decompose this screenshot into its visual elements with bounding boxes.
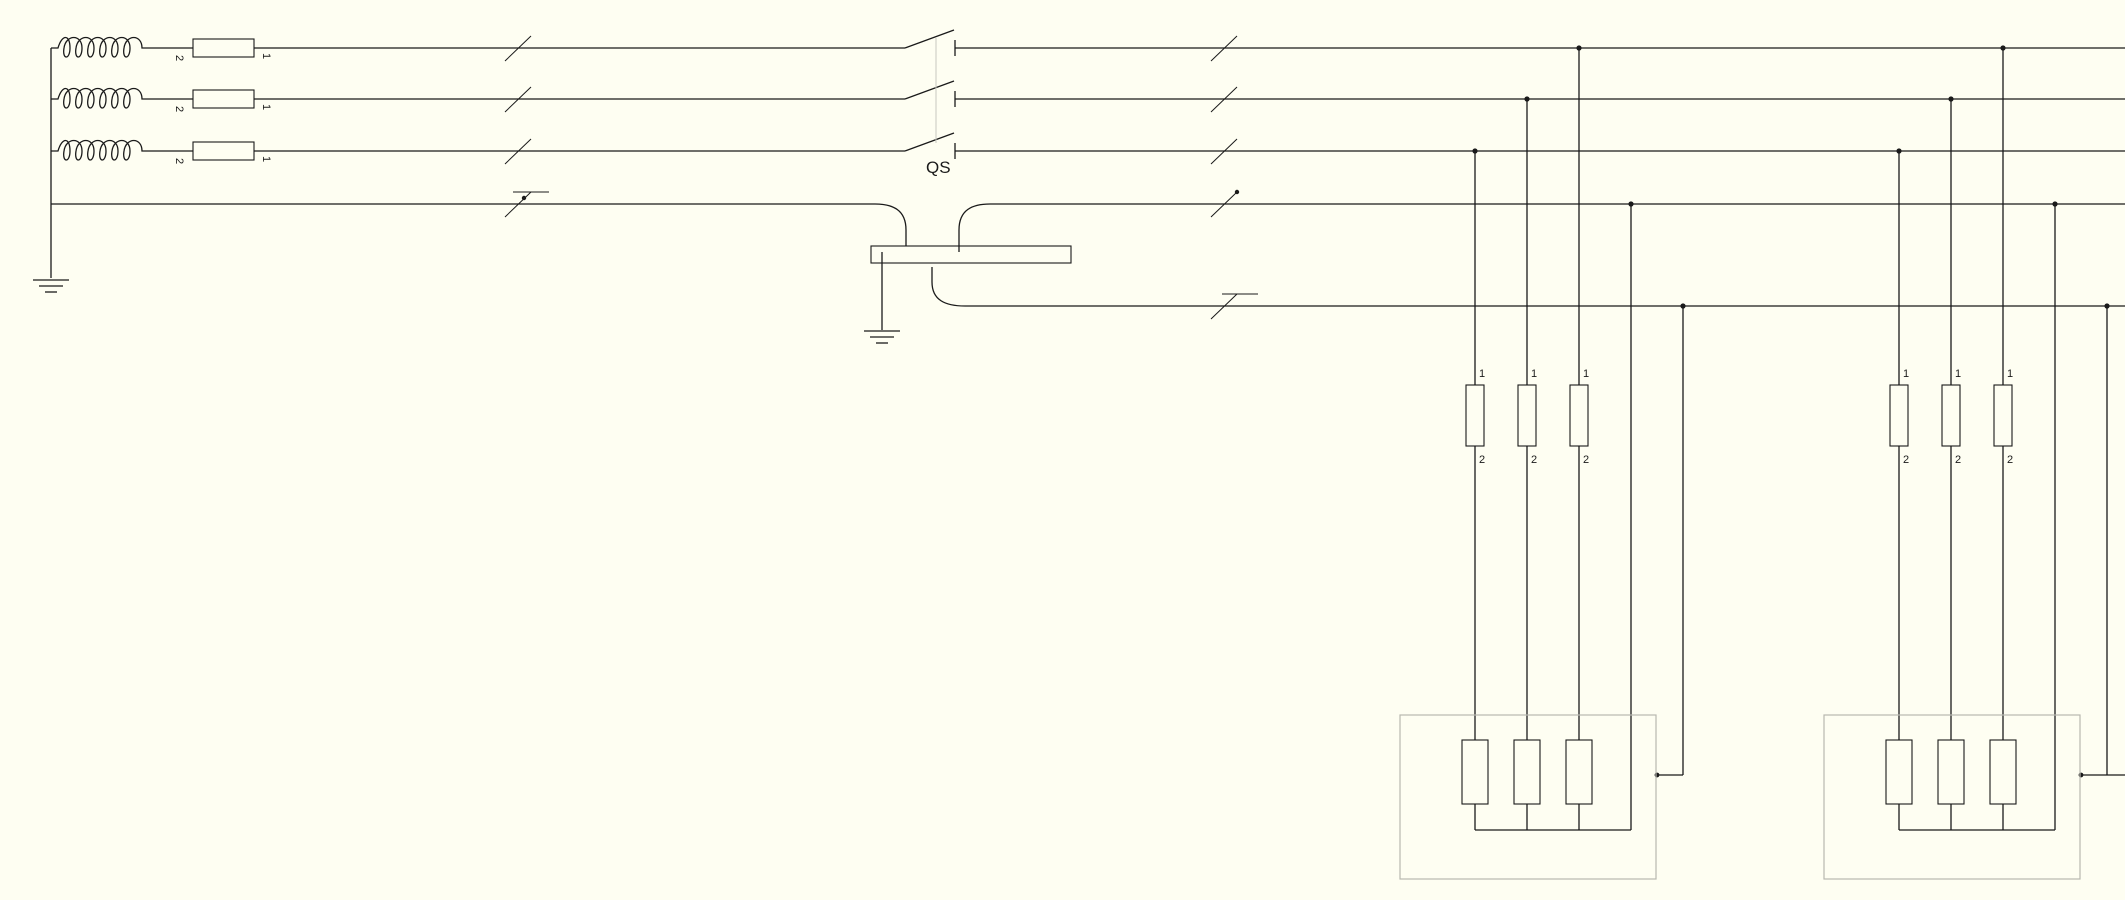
load-1-fuse-1-pin-top: 1	[1479, 368, 1485, 380]
pe-line	[931, 267, 2125, 307]
source-phase-3	[51, 139, 905, 161]
load-2-enclosure	[1823, 714, 2081, 880]
coil-2	[51, 87, 155, 109]
conductor-ticks-left	[504, 35, 549, 218]
load-1-resistor-1	[1461, 739, 1489, 805]
load-1-fuse-3-pin-bottom: 2	[1583, 454, 1589, 466]
load-2-resistor-1	[1885, 739, 1913, 805]
load-2-fuse-1-pin-top: 1	[1903, 368, 1909, 380]
load-2-resistor-3	[1989, 739, 2017, 805]
load-1-fuse-1	[1465, 384, 1485, 447]
switch-label: QS	[926, 158, 951, 177]
source-phase-2	[51, 87, 905, 109]
load-2-fuse-1-pin-bottom: 2	[1903, 454, 1909, 466]
load-2-fuse-2-pin-top: 1	[1955, 368, 1961, 380]
source-fuse-3	[192, 141, 255, 161]
source-fuse-3-pin-left: 2	[173, 158, 185, 164]
load-1-enclosure	[1399, 714, 1657, 880]
load-2-fuse-3-pin-bottom: 2	[2007, 454, 2013, 466]
source-phase-1	[51, 36, 905, 58]
load-1: 1 2 1 2 1 2	[1399, 45, 1686, 880]
load-1-fuse-2	[1517, 384, 1537, 447]
load-1-resistor-3	[1565, 739, 1593, 805]
load-1-fuse-1-pin-bottom: 2	[1479, 454, 1485, 466]
source-fuse-3-pin-right: 1	[260, 156, 272, 162]
source-fuse-1-pin-left: 2	[173, 55, 185, 61]
load-2-resistor-2	[1937, 739, 1965, 805]
load-2-fuse-2	[1941, 384, 1961, 447]
source-fuse-1	[192, 38, 255, 58]
source-section: 2 1 2 1 2 1	[33, 36, 907, 293]
pe-terminal-bar	[864, 203, 2125, 344]
load-2-fuse-1	[1889, 384, 1909, 447]
load-1-fuse-2-pin-top: 1	[1531, 368, 1537, 380]
load-2-fuse-3	[1993, 384, 2013, 447]
source-ground-icon	[33, 279, 69, 293]
source-fuse-2-pin-left: 2	[173, 106, 185, 112]
load-2-fuse-3-pin-top: 1	[2007, 368, 2013, 380]
source-fuse-2-pin-right: 1	[260, 104, 272, 110]
load-1-fuse-3	[1569, 384, 1589, 447]
source-neutral-line	[51, 203, 907, 252]
load-neutral-line	[958, 203, 2125, 252]
load-2: 1 2 1 2 1 2	[1823, 45, 2125, 880]
load-bus	[955, 47, 2125, 152]
load-1-fuse-2-pin-bottom: 2	[1531, 454, 1537, 466]
disconnect-switch-qs: QS	[904, 29, 956, 177]
source-fuse-1-pin-right: 1	[260, 53, 272, 59]
load-1-fuse-3-pin-top: 1	[1583, 368, 1589, 380]
terminal-bar	[870, 245, 1072, 264]
coil-3	[51, 139, 155, 161]
conductor-ticks-right	[1210, 35, 1258, 320]
load-1-resistor-2	[1513, 739, 1541, 805]
coil-1	[51, 36, 155, 58]
load-2-fuse-2-pin-bottom: 2	[1955, 454, 1961, 466]
source-fuse-2	[192, 89, 255, 109]
